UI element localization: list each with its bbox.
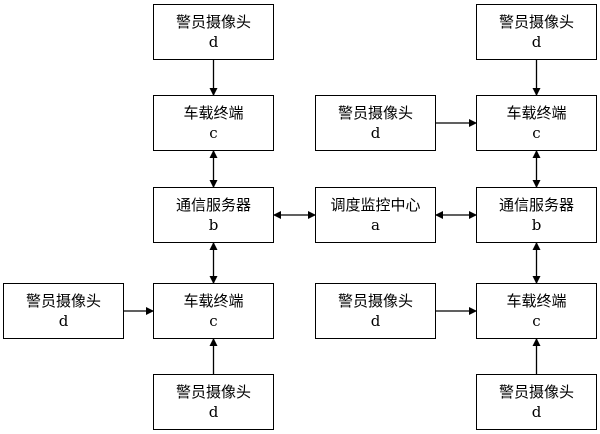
- node-label: c: [209, 124, 218, 142]
- node-title: 警员摄像头: [498, 13, 574, 31]
- node-title: 调度监控中心: [330, 196, 421, 214]
- node-title: 车载终端: [506, 104, 567, 122]
- vehicle-terminal-box: 车载终端 c: [153, 283, 274, 339]
- node-label: d: [208, 403, 219, 421]
- node-label: c: [532, 124, 541, 142]
- police-camera-box: 警员摄像头 d: [476, 4, 597, 60]
- node-title: 警员摄像头: [337, 104, 413, 122]
- node-title: 车载终端: [183, 292, 244, 310]
- police-camera-box: 警员摄像头 d: [476, 374, 597, 430]
- comm-server-box: 通信服务器 b: [476, 187, 597, 243]
- node-title: 通信服务器: [175, 196, 251, 214]
- node-label: d: [58, 312, 69, 330]
- node-title: 通信服务器: [498, 196, 574, 214]
- node-title: 警员摄像头: [25, 292, 101, 310]
- node-label: c: [532, 312, 541, 330]
- police-camera-box: 警员摄像头 d: [153, 4, 274, 60]
- node-title: 车载终端: [506, 292, 567, 310]
- node-title: 警员摄像头: [337, 292, 413, 310]
- node-label: d: [370, 312, 381, 330]
- node-label: d: [208, 33, 219, 51]
- node-label: d: [531, 33, 542, 51]
- police-camera-box: 警员摄像头 d: [315, 95, 436, 151]
- vehicle-terminal-box: 车载终端 c: [153, 95, 274, 151]
- node-label: a: [371, 216, 380, 234]
- node-title: 车载终端: [183, 104, 244, 122]
- vehicle-terminal-box: 车载终端 c: [476, 95, 597, 151]
- node-label: b: [531, 216, 542, 234]
- node-label: d: [531, 403, 542, 421]
- node-title: 警员摄像头: [175, 13, 251, 31]
- node-label: c: [209, 312, 218, 330]
- police-camera-box: 警员摄像头 d: [3, 283, 124, 339]
- node-title: 警员摄像头: [498, 383, 574, 401]
- comm-server-box: 通信服务器 b: [153, 187, 274, 243]
- dispatch-center-box: 调度监控中心 a: [315, 187, 436, 243]
- node-label: d: [370, 124, 381, 142]
- police-camera-box: 警员摄像头 d: [153, 374, 274, 430]
- node-title: 警员摄像头: [175, 383, 251, 401]
- vehicle-terminal-box: 车载终端 c: [476, 283, 597, 339]
- police-camera-box: 警员摄像头 d: [315, 283, 436, 339]
- node-label: b: [208, 216, 219, 234]
